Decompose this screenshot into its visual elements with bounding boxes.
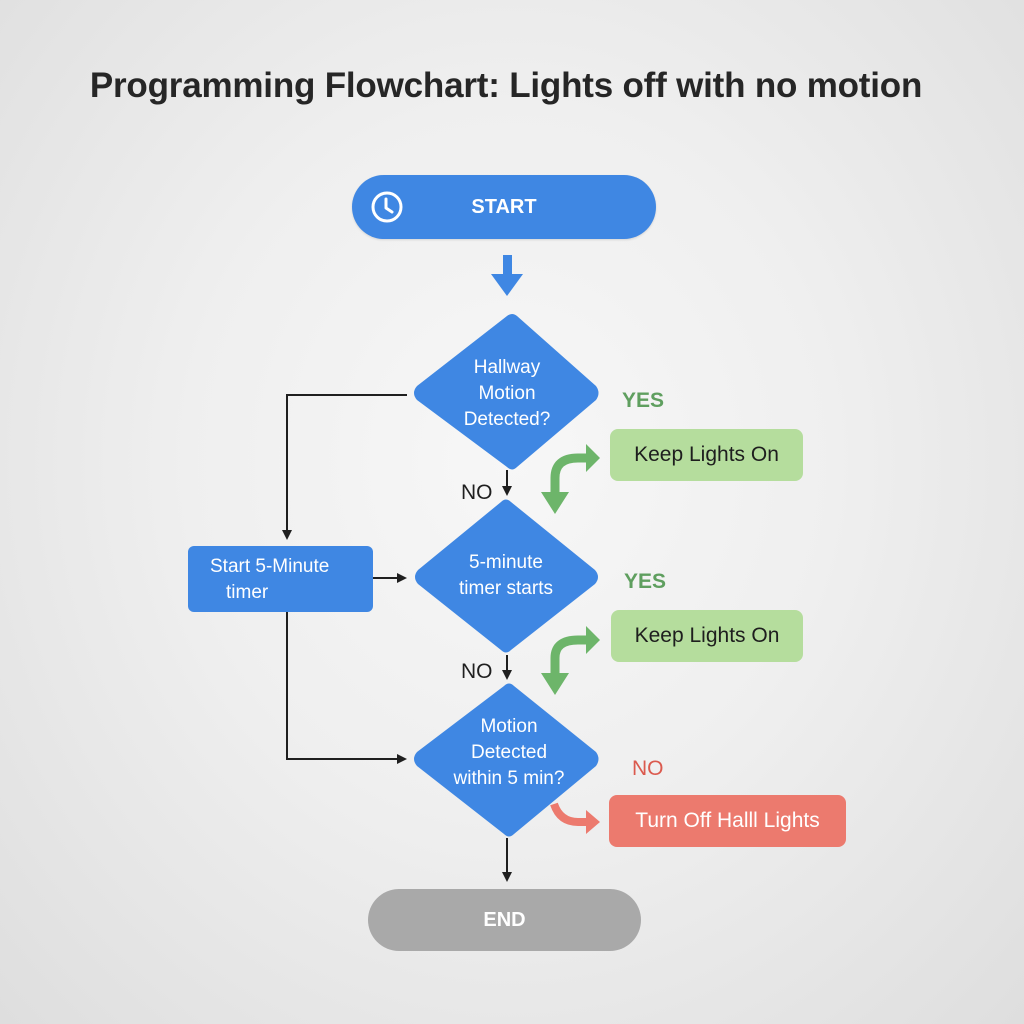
connector-d1-to-process (282, 394, 407, 540)
decision-motion-within-5-shape[interactable] (414, 683, 599, 837)
page-title: Programming Flowchart: Lights off with n… (89, 66, 923, 105)
process-line-1: Start 5-Minute (210, 556, 330, 577)
decision-line: Motion (478, 383, 536, 404)
action-label: Keep Lights On (634, 624, 780, 647)
connector-lines (282, 394, 512, 882)
label-no-1: NO (461, 481, 493, 504)
clock-icon (371, 191, 403, 223)
decision-line: Hallway (473, 357, 541, 378)
yes-arrow-1 (541, 444, 600, 514)
start-label: START (471, 195, 537, 218)
label-yes-2: YES (624, 570, 667, 593)
decision-line: 5-minute (469, 552, 543, 573)
decision-line: Motion (480, 716, 538, 737)
start-node[interactable]: START (352, 175, 656, 239)
decision-timer-starts: 5-minute timer starts (430, 548, 582, 604)
process-line-2: timer (226, 582, 269, 603)
label-yes-1: YES (622, 389, 665, 412)
process-start-timer[interactable]: Start 5-Minute timer (188, 546, 373, 612)
decision-hallway-motion-shape[interactable] (414, 314, 599, 470)
label-no-2: NO (461, 660, 493, 683)
yes-arrow-2 (541, 626, 600, 695)
connector-process-to-d3 (286, 612, 407, 764)
start-down-arrow (491, 255, 523, 296)
action-keep-lights-on-2[interactable]: Keep Lights On (611, 610, 803, 662)
action-turn-off-lights[interactable]: Turn Off Halll Lights (609, 795, 846, 847)
decision-line: timer starts (459, 578, 553, 599)
decision-line: within 5 min? (453, 768, 565, 789)
decision-timer-starts-shape[interactable] (415, 499, 598, 653)
decision-motion-within-5: Motion Detected within 5 min? (432, 713, 586, 793)
action-label: Turn Off Halll Lights (635, 809, 820, 832)
end-node[interactable]: END (368, 889, 641, 951)
decision-line: Detected? (463, 409, 551, 430)
action-label: Keep Lights On (634, 443, 779, 466)
no-arrow-red (550, 802, 600, 834)
label-no-3: NO (632, 757, 664, 780)
action-keep-lights-on-1[interactable]: Keep Lights On (610, 429, 803, 481)
decision-line: Detected (470, 742, 548, 763)
end-label: END (483, 908, 526, 931)
decision-hallway-motion: Hallway Motion Detected? (432, 348, 582, 440)
